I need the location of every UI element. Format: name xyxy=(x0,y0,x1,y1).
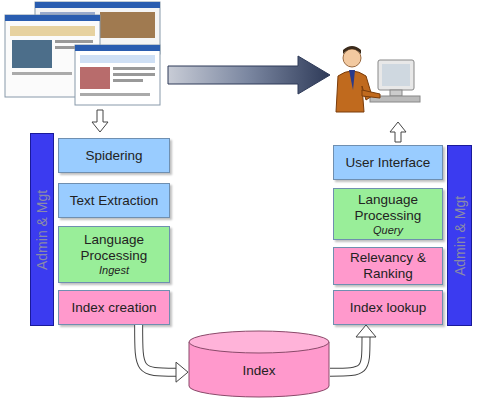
node-label: Spidering xyxy=(85,148,142,164)
page-text xyxy=(12,72,72,75)
flow-connector xyxy=(139,325,188,382)
arrow-head xyxy=(176,362,188,382)
node-label: User Interface xyxy=(346,155,431,171)
process-box: User Interface xyxy=(333,145,443,180)
title-bar xyxy=(35,2,160,8)
process-box: Relevancy & Ranking xyxy=(333,247,443,285)
arrow-head xyxy=(356,325,376,337)
node-sublabel: Ingest xyxy=(99,264,129,277)
page-image xyxy=(80,67,110,89)
node-label: Index lookup xyxy=(350,300,427,316)
arm xyxy=(362,90,380,98)
page-text xyxy=(55,40,93,43)
head xyxy=(343,49,361,67)
tie xyxy=(349,70,355,90)
page-banner xyxy=(80,55,155,63)
connector-fill xyxy=(330,337,366,372)
page-image xyxy=(100,12,155,38)
process-box: Spidering xyxy=(58,138,170,173)
connector-fill xyxy=(139,325,176,372)
title-bar xyxy=(5,15,100,21)
title-bar xyxy=(75,45,160,51)
process-box: Language ProcessingIngest xyxy=(58,226,170,283)
page-text xyxy=(80,93,150,96)
monitor xyxy=(378,60,414,90)
up-arrow xyxy=(390,122,406,142)
down-arrow xyxy=(92,110,108,132)
process-box: Text Extraction xyxy=(58,183,170,218)
page-text xyxy=(113,67,155,70)
web-pages-illustration xyxy=(5,2,160,105)
connector-outline xyxy=(330,337,366,372)
connector-outline xyxy=(139,325,176,372)
hair xyxy=(343,46,361,54)
flow-arrow xyxy=(168,56,330,94)
node-label: Language Processing xyxy=(59,232,169,264)
process-box: Index creation xyxy=(58,290,170,325)
user-illustration xyxy=(336,46,420,112)
node-label: Index creation xyxy=(72,300,157,316)
page-text xyxy=(113,79,143,82)
node-label: Language Processing xyxy=(334,192,442,224)
admin-bar: Admin & Mgt xyxy=(447,145,472,326)
process-box: Language ProcessingQuery xyxy=(333,188,443,240)
monitor-screen xyxy=(382,64,410,86)
page-text xyxy=(113,73,155,76)
page-image xyxy=(12,40,52,68)
node-label: Admin & Mgt xyxy=(452,195,468,275)
admin-bar: Admin & Mgt xyxy=(30,133,54,326)
page-banner xyxy=(10,26,95,36)
process-box: Index lookup xyxy=(333,290,443,325)
node-sublabel: Query xyxy=(373,224,403,237)
node-label: Relevancy & Ranking xyxy=(334,250,442,282)
node-label: Index xyxy=(242,363,275,379)
node-label: Text Extraction xyxy=(70,193,159,209)
index-cylinder: Index xyxy=(188,330,330,398)
cylinder-top xyxy=(189,331,329,353)
browser-window xyxy=(75,45,160,105)
monitor-stand xyxy=(390,90,402,96)
node-label: Admin & Mgt xyxy=(34,189,50,269)
flow-connector xyxy=(330,325,376,372)
